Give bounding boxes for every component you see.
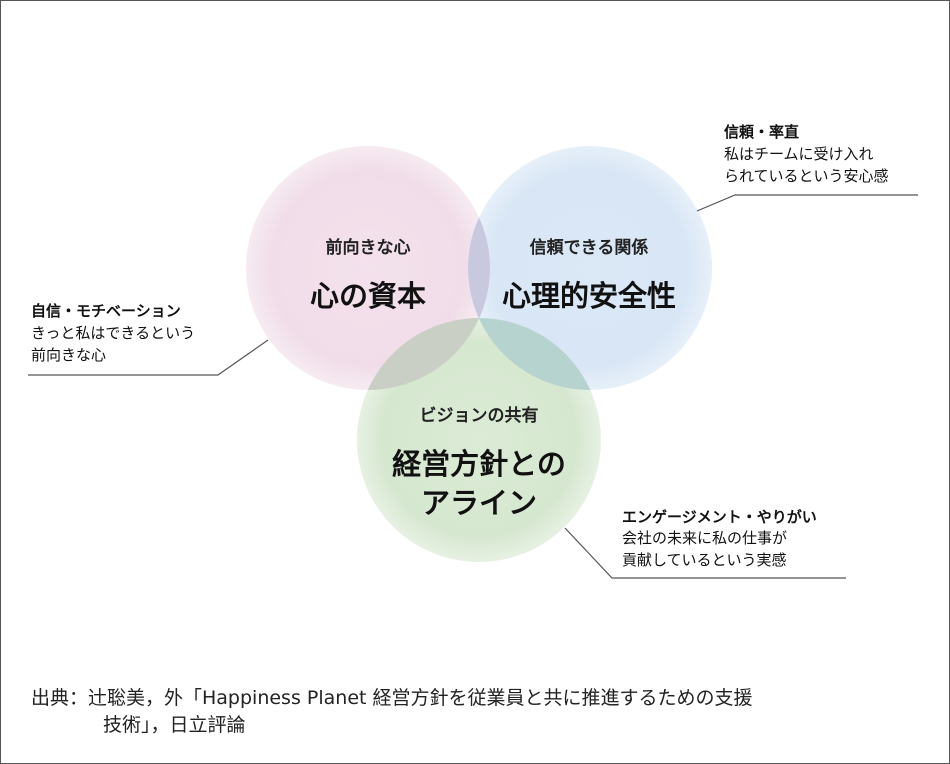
green-circle-title-line1: 経営方針との	[392, 447, 566, 481]
overlap-pink-green	[357, 318, 490, 390]
annotation-left-line2: 前向きな心	[31, 346, 107, 364]
green-circle-subtitle: ビジョンの共有	[419, 406, 539, 426]
pink-circle-subtitle: 前向きな心	[325, 238, 411, 258]
annotation-top-right-line1: 私はチームに受け入れ	[724, 145, 874, 163]
green-circle-title-line2: アライン	[420, 486, 537, 520]
source-line1: 出典：辻聡美，外「Happiness Planet 経営方針を従業員と共に推進す…	[31, 687, 753, 709]
leader-line-top-right	[696, 194, 918, 212]
annotation-left-line1: きっと私はできるという	[31, 324, 196, 342]
leader-line-bottom-right	[564, 527, 846, 579]
annotation-left-title: 自信・モチベーション	[31, 302, 181, 320]
leader-line-left	[28, 339, 269, 376]
annotation-bottom-right-line1: 会社の未来に私の仕事が	[622, 529, 788, 547]
annotation-top-right-line2: られているという安心感	[724, 167, 889, 185]
annotation-bottom-right-line2: 貢献しているという実感	[622, 551, 787, 569]
source-line2: 技術」，日立評論	[103, 714, 246, 736]
blue-circle-title: 心理的安全性	[501, 279, 676, 313]
annotation-bottom-right-title: エンゲージメント・やりがい	[622, 508, 817, 526]
pink-circle-title: 心の資本	[309, 279, 426, 313]
annotation-top-right-title: 信頼・率直	[724, 123, 800, 141]
source-citation: 出典：辻聡美，外「Happiness Planet 経営方針を従業員と共に推進す…	[31, 685, 753, 739]
overlap-blue-green	[468, 318, 601, 390]
blue-circle-subtitle: 信頼できる関係	[529, 238, 649, 258]
